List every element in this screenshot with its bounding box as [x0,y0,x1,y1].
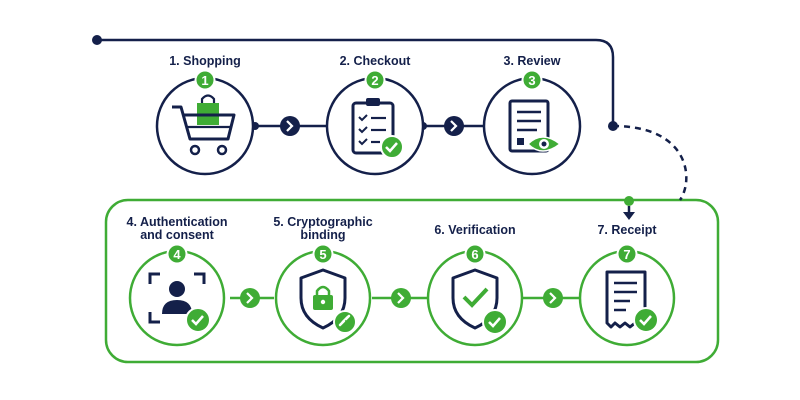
step-number-badge [312,243,334,265]
step-number: 2 [371,73,378,88]
shield-lock-link-icon [299,268,357,334]
entry-arrow-head [623,212,635,220]
chevron-right-icon [286,120,294,132]
next-arrow-icon [240,288,260,308]
step-2: 2 [325,69,425,176]
entry-dot [624,196,634,206]
step-label-shopping: 1. Shopping [169,54,241,68]
step-1: 1 [155,69,255,176]
chevron-right-icon [397,292,405,304]
next-arrow-icon [391,288,411,308]
step-label-verification: 6. Verification [434,223,516,237]
step-label-checkout: 2. Checkout [339,54,411,68]
step-number-badge [464,243,486,265]
top-path-line [97,38,615,126]
step-number: 1 [201,73,208,88]
step-6: 6 [426,243,524,347]
next-arrow-icon [444,116,464,136]
dashed-connector [612,124,688,201]
step-label-authentication: 4. Authentication and consent [126,215,228,242]
step-4: 4 [128,243,226,347]
step-circle [426,249,524,347]
step-number-badge [166,243,188,265]
step-circle [482,76,582,176]
chevron-right-icon [450,120,458,132]
step-number: 4 [173,247,181,262]
lower-stage-container [104,198,720,364]
step-number: 7 [623,247,630,262]
step-number: 6 [471,247,478,262]
step-circle [578,249,676,347]
shield-check-icon [451,268,508,335]
step-circle [325,76,425,176]
step-number-badge [521,69,543,91]
document-eye-icon [508,99,562,153]
next-arrow-icon [543,288,563,308]
step-label-review: 3. Review [503,54,561,68]
step-number: 5 [319,247,326,262]
step-3: 3 [482,69,582,176]
step-number-badge [364,69,386,91]
step-circle [128,249,226,347]
chevron-right-icon [246,292,254,304]
step-number-badge [194,69,216,91]
next-arrow-icon [280,116,300,136]
shopping-cart-icon [172,94,236,156]
step-label-receipt: 7. Receipt [597,223,657,237]
clipboard-checklist-icon [351,98,404,159]
step-number: 3 [528,73,535,88]
step-7: 7 [578,243,676,347]
step-5: 5 [274,243,372,347]
chevron-right-icon [549,292,557,304]
face-scan-user-icon [148,272,211,333]
receipt-check-icon [605,270,659,333]
step-number-badge [616,243,638,265]
step-label-cryptographic-binding: 5. Cryptographic binding [273,215,373,242]
